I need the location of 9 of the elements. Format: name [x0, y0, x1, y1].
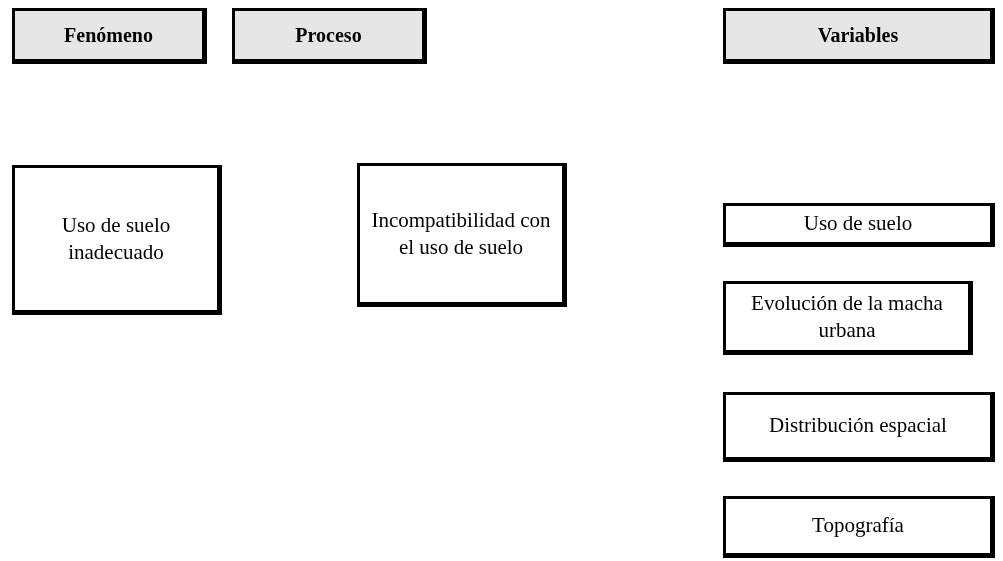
text-box: Evolución de la macha urbana	[723, 281, 973, 355]
column-header: Proceso	[232, 8, 427, 64]
text-box: Distribución espacial	[723, 392, 995, 462]
text-box: Uso de suelo inadecuado	[12, 165, 222, 315]
text-box: Topografía	[723, 496, 995, 558]
column-header: Variables	[723, 8, 995, 64]
column-header: Fenómeno	[12, 8, 207, 64]
text-box: Incompatibilidad con el uso de suelo	[357, 163, 567, 307]
text-box: Uso de suelo	[723, 203, 995, 247]
